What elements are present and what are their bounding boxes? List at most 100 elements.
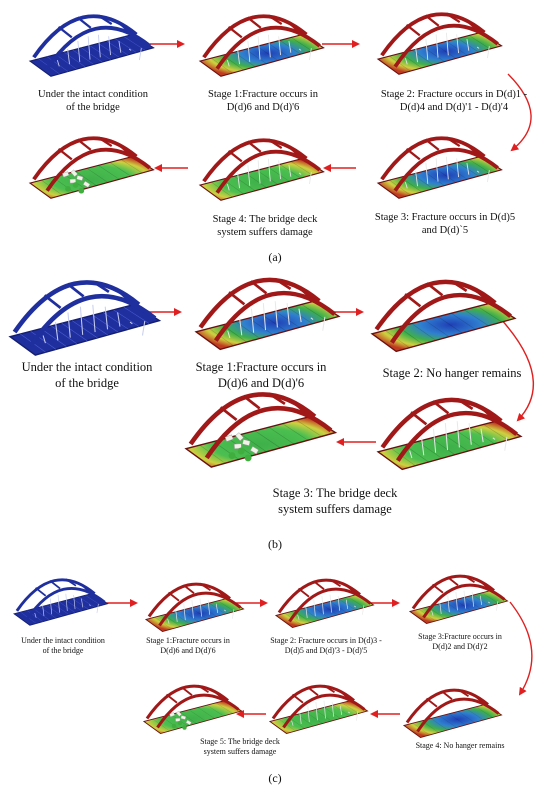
hanger-cable [286, 303, 290, 325]
deck-grid-line [466, 708, 484, 721]
arch-brace [167, 591, 180, 602]
hanger-cable [55, 322, 59, 341]
debris-chunk [244, 454, 252, 462]
debris-fragment [234, 443, 242, 449]
arch-brace [323, 684, 335, 694]
hanger-cable [345, 599, 349, 609]
hanger-cable [445, 156, 449, 180]
hanger-cable [298, 48, 302, 51]
hanger-cable [504, 436, 508, 451]
hanger-cable [288, 41, 292, 53]
debris-chunk [237, 447, 245, 455]
deck-grid-line [341, 702, 359, 714]
deck-grid-line [199, 605, 217, 617]
deck-grid-line [477, 306, 502, 323]
deck-grid-line [72, 49, 94, 65]
bridge-b-intact [8, 280, 162, 356]
caption-c-intact: Under the intact condition of the bridge [21, 636, 105, 655]
deck-grid-line [439, 715, 457, 728]
arch-brace [267, 14, 283, 26]
bridge-c-stage5 [142, 684, 243, 734]
arch-brace [472, 693, 483, 703]
bridge-a-stage3 [376, 136, 503, 199]
arch-brace [92, 280, 110, 294]
deck-grid-line [268, 426, 295, 445]
arch-brace [97, 136, 113, 148]
hanger-cable [298, 308, 302, 323]
hanger-cable [421, 437, 425, 456]
arch-brace [79, 582, 90, 593]
deck-grid-line [197, 707, 215, 719]
bridge-a-stage4-pre [198, 138, 325, 201]
arrow-a-3 [507, 73, 532, 152]
arch-front [25, 587, 106, 621]
deck-grid-line [61, 323, 88, 341]
hanger-cable [49, 598, 53, 615]
deck-grid-line [451, 312, 476, 330]
arch-brace [457, 688, 469, 698]
hanger-cable [257, 36, 261, 60]
arch-brace [456, 397, 474, 411]
arch-front [393, 147, 499, 192]
bridge-c-stage3 [408, 574, 509, 624]
hanger-cable [409, 450, 413, 459]
hanger-cable [224, 609, 227, 612]
debris-fragment [242, 439, 251, 446]
hanger-cable [463, 590, 466, 609]
hanger-cable [480, 428, 484, 443]
hanger-cable [492, 437, 496, 440]
deck-grid-line [72, 598, 89, 610]
arch-back [271, 684, 355, 720]
deck-grid-line [475, 706, 493, 718]
deck-grid-line [268, 167, 290, 182]
hanger-cable [262, 303, 267, 331]
hanger-cable [232, 609, 235, 619]
hanger-cable [309, 172, 312, 185]
hanger-cable [278, 160, 281, 180]
hanger-cable [42, 335, 46, 344]
panel-label-a: (a) [268, 250, 282, 264]
deck-grid-line [121, 159, 143, 174]
arch-brace [165, 693, 178, 704]
hanger-cable [431, 610, 434, 616]
arch-back [405, 688, 489, 724]
hanger-cable [226, 59, 230, 67]
bridge-deck [198, 157, 325, 201]
caption-b-stage2: Stage 2: No hanger remains [382, 366, 522, 380]
hanger-cable [404, 181, 408, 189]
deck-grid-line [71, 320, 98, 339]
debris-fragment [70, 169, 78, 177]
arch-front [395, 410, 518, 462]
panel-label-b: (b) [268, 537, 282, 551]
hanger-cable [310, 317, 314, 320]
arch-brace [445, 12, 461, 24]
arch-front [45, 147, 151, 192]
arch-brace [227, 150, 243, 163]
arch-brace [291, 693, 304, 704]
deck-grid-line [234, 51, 256, 68]
hanger-cable [307, 705, 310, 723]
deck-grid-line [39, 606, 56, 619]
hanger-cable [313, 599, 316, 617]
deck-grid-line [241, 434, 267, 453]
arch-brace [267, 138, 283, 150]
arch-brace [446, 576, 459, 586]
deck-grid-line [199, 444, 226, 464]
arch-back [145, 684, 229, 720]
hanger-cable [267, 34, 271, 58]
arch-brace [426, 282, 444, 297]
bridge-a-intact [28, 14, 155, 77]
deck-grid-line [446, 165, 468, 180]
arch-brace [250, 280, 268, 295]
arch-brace [197, 684, 209, 694]
deck-grid-line [55, 54, 77, 70]
hanger-cable [468, 423, 472, 445]
arch-brace [114, 287, 131, 303]
deck-grid-line [215, 702, 233, 714]
bridge-deck [194, 300, 341, 351]
deck-grid-line [481, 592, 499, 604]
arch-front [282, 693, 366, 729]
hanger-cable [309, 48, 312, 61]
arch-brace [286, 144, 300, 157]
debris-chunk [228, 452, 236, 460]
